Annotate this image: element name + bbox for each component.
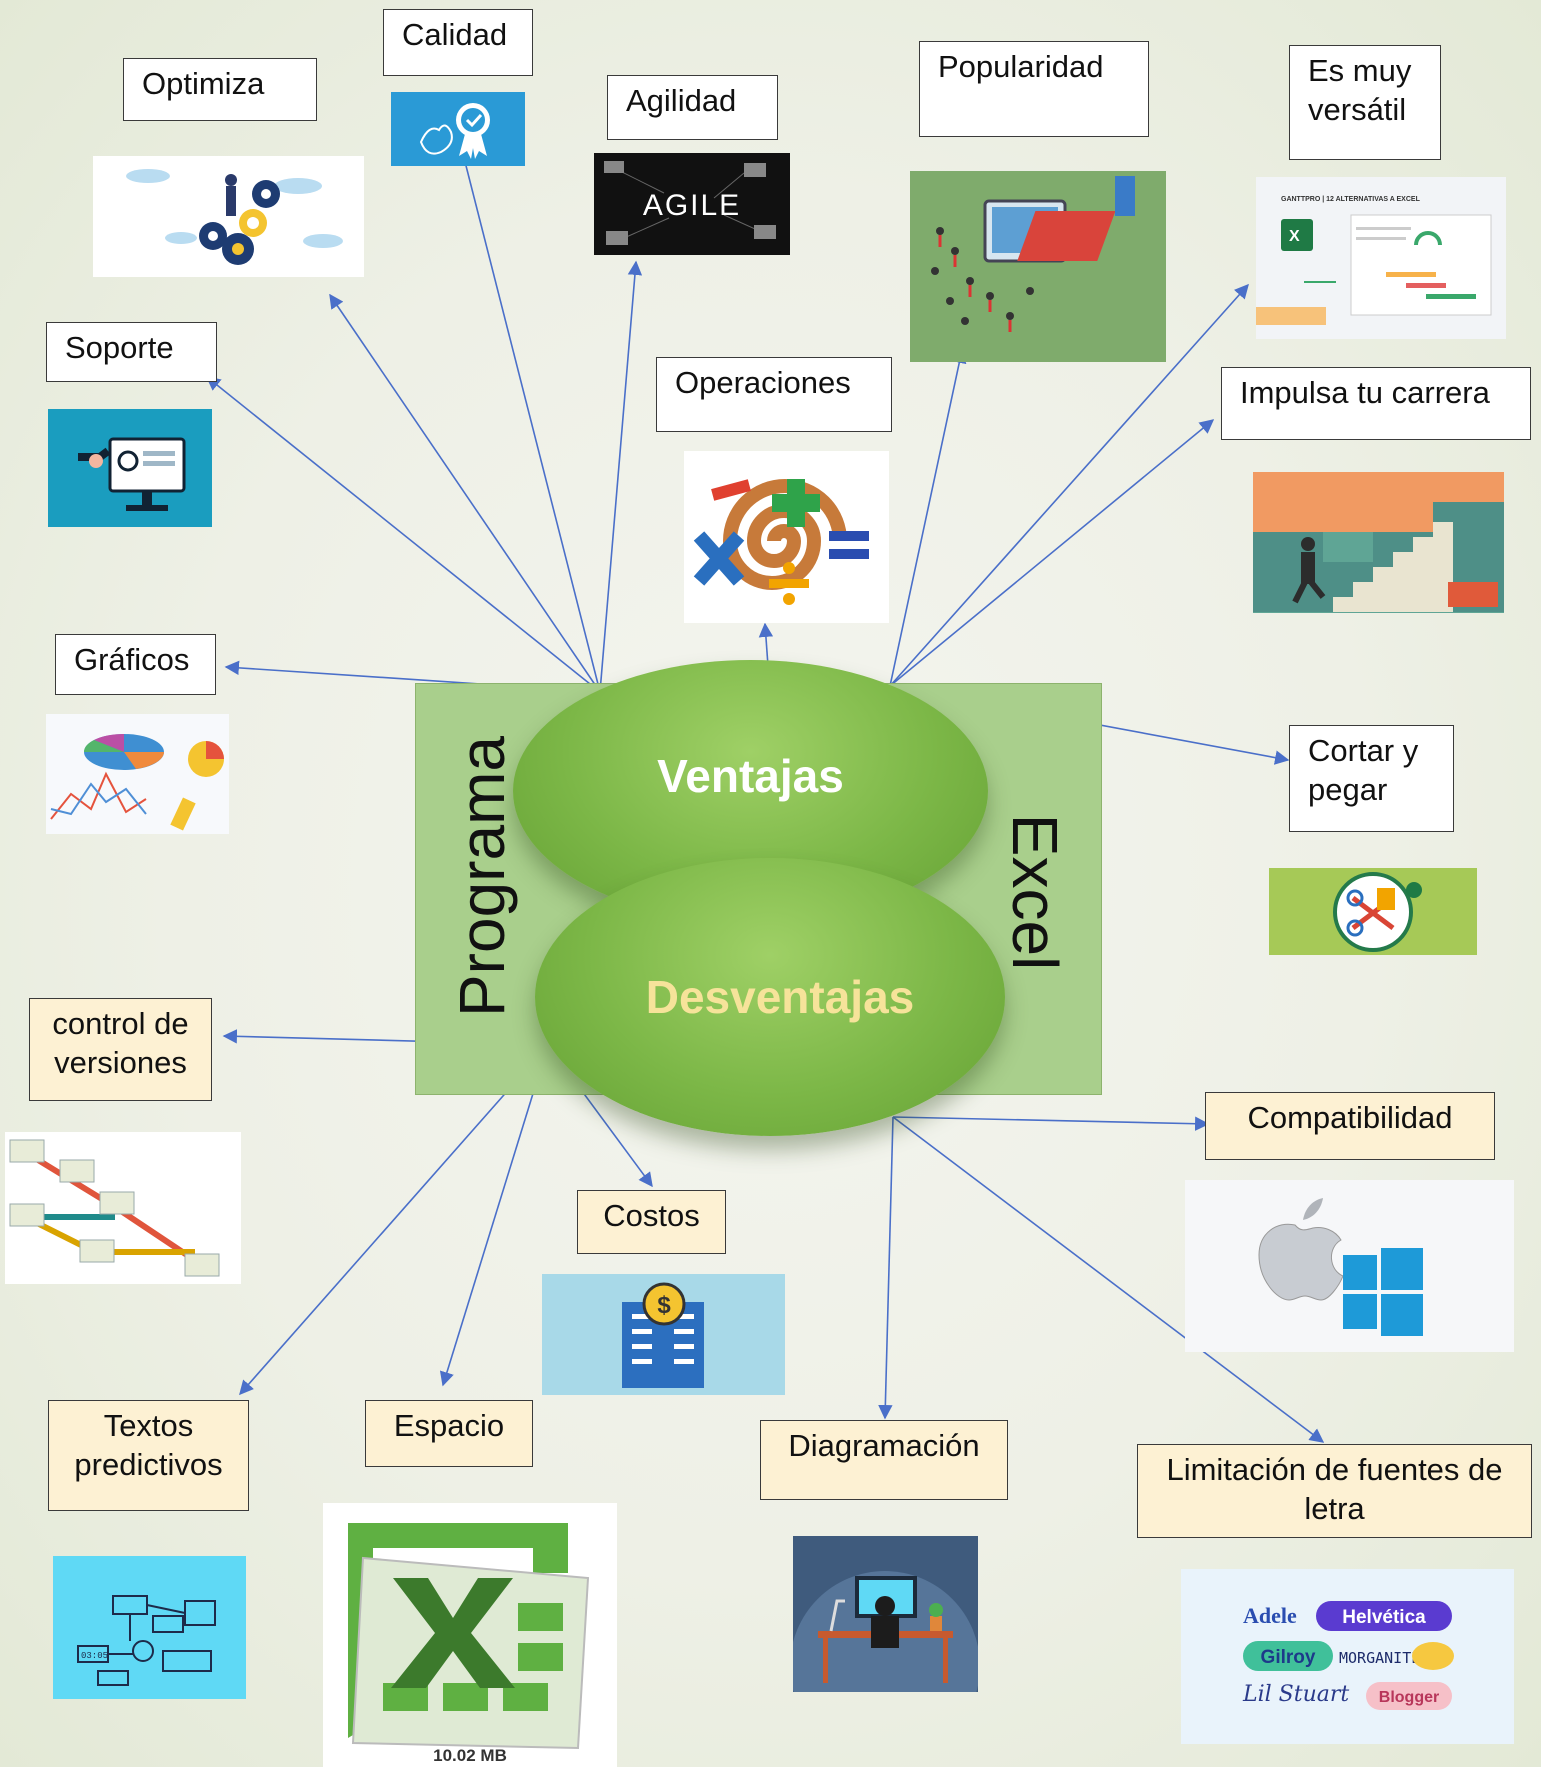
designer-desk-image (793, 1536, 978, 1692)
arrow-optimiza (329, 293, 601, 693)
label-costos: Costos (577, 1190, 726, 1254)
font-lilstuart: Lil Stuart (1242, 1682, 1349, 1707)
agile-board-image: AGILE (594, 153, 790, 255)
label-popularidad: Popularidad (919, 41, 1149, 137)
arrow-espacio (439, 1044, 549, 1387)
label-optimiza: Optimiza (123, 58, 317, 121)
support-monitor-icon (48, 409, 212, 527)
label-graficos: Gráficos (55, 634, 216, 695)
label-versiones: control de versiones (29, 998, 212, 1101)
automation-flow-icon: 03:05 (53, 1556, 246, 1699)
label-espacio: Espacio (365, 1400, 533, 1467)
math-operations-icon (684, 451, 889, 623)
version-flow-image (5, 1132, 241, 1284)
desventajas-ellipse[interactable]: Desventajas (535, 858, 1005, 1136)
svg-text:$: $ (657, 1292, 671, 1319)
label-agilidad: Agilidad (607, 75, 778, 140)
font-blogger: Blogger (1379, 1689, 1439, 1706)
label-fuentes: Limitación de fuentes de letra (1137, 1444, 1532, 1538)
gantt-header-text: GANTTPRO | 12 ALTERNATIVAS A EXCEL (1281, 196, 1421, 203)
label-textos: Textos predictivos (48, 1400, 249, 1511)
file-size-text: 10.02 MB (433, 1746, 507, 1765)
career-stairs-image (1253, 472, 1504, 613)
font-helvetica: Helvética (1342, 1607, 1426, 1628)
label-calidad: Calidad (383, 9, 533, 76)
arrow-carrera (889, 419, 1215, 687)
label-diagramacion: Diagramación (760, 1420, 1008, 1500)
label-soporte: Soporte (46, 322, 217, 382)
cut-paste-icon[interactable] (1269, 868, 1477, 955)
excel-logo-icon: 10.02 MB (323, 1503, 617, 1767)
arrow-soporte (205, 376, 601, 693)
label-operaciones: Operaciones (656, 357, 892, 432)
svg-text:X: X (1289, 228, 1300, 245)
arrow-operaciones (758, 622, 774, 667)
agile-text: AGILE (643, 189, 741, 222)
label-versatil: Es muy versátil (1289, 45, 1441, 160)
apple-windows-icon (1185, 1180, 1514, 1352)
timer-text: 03:05 (81, 1651, 108, 1661)
arrow-popularidad (889, 348, 967, 687)
label-cortar: Cortar y pegar (1289, 725, 1454, 832)
program-label: Programa (446, 736, 518, 1017)
ventajas-title: Ventajas (657, 750, 844, 802)
font-adele: Adele (1243, 1603, 1297, 1628)
font-samples-image: Adele Helvética Gilroy MORGANITE Lil Stu… (1181, 1569, 1514, 1744)
quality-badge-icon (391, 92, 525, 166)
font-gilroy: Gilroy (1261, 1647, 1316, 1668)
money-building-icon: $ (542, 1274, 785, 1395)
excel-gantt-image: GANTTPRO | 12 ALTERNATIVAS A EXCEL X (1256, 177, 1506, 339)
gears-icon (93, 156, 364, 277)
label-compatibilidad: Compatibilidad (1205, 1092, 1495, 1160)
arrow-diagramacion (878, 1116, 894, 1420)
arrow-textos (239, 1044, 549, 1396)
arrow-calidad (458, 148, 601, 693)
excel-label: Excel (999, 813, 1071, 971)
label-carrera: Impulsa tu carrera (1221, 367, 1531, 440)
arrow-agilidad (599, 260, 643, 693)
desventajas-title: Desventajas (645, 971, 915, 1023)
crowd-screen-image (910, 171, 1166, 362)
arrow-versatil (889, 283, 1249, 687)
arrow-compatibilidad (892, 1116, 1210, 1131)
arrow-fuentes (892, 1116, 1325, 1443)
charts-image (46, 714, 229, 834)
font-morganite: MORGANITE (1339, 1649, 1420, 1667)
